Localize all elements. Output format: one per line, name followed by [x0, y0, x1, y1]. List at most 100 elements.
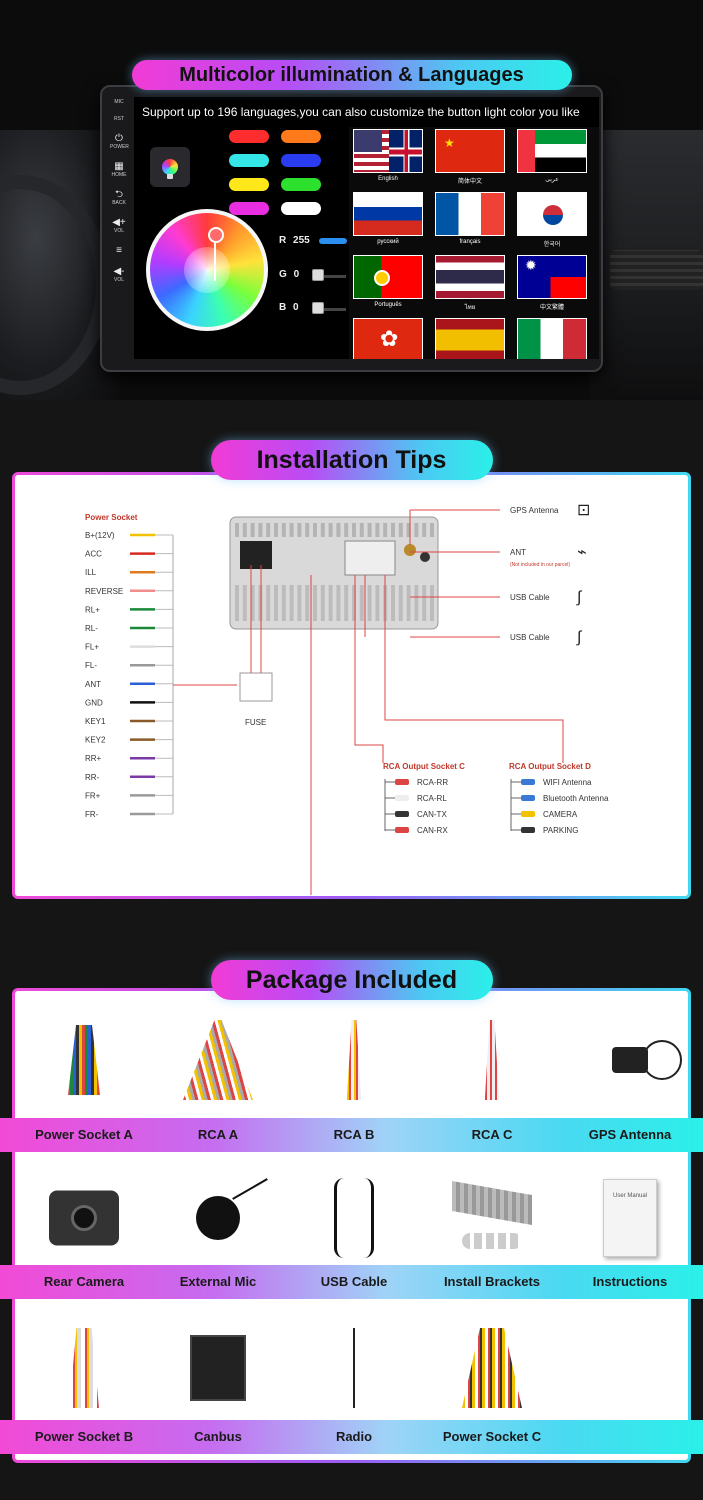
package-item-usb-cable [294, 1168, 414, 1268]
color-chip[interactable] [229, 154, 269, 167]
color-chip[interactable] [281, 130, 321, 143]
slider-green-track[interactable] [312, 275, 346, 278]
accessory-shape [346, 1020, 362, 1100]
package-item-install-brackets [432, 1168, 552, 1268]
slider-blue-knob[interactable] [312, 302, 324, 314]
package-label-band [0, 1265, 703, 1299]
accessory-shape [190, 1335, 246, 1401]
light-bulb-tile[interactable] [150, 147, 190, 187]
vent-fin [313, 585, 317, 621]
flag-icon: ★ [435, 129, 505, 173]
rca-socket-c-item-label: CAN-RX [417, 826, 448, 835]
side-button-menu[interactable]: ≡ [110, 245, 128, 256]
section-title-installation: Installation Tips [210, 440, 493, 480]
language-option[interactable]: ไทย [435, 255, 505, 311]
language-option[interactable]: ✿ [353, 318, 423, 359]
side-button-power[interactable]: ⏻POWER [110, 133, 129, 151]
vent-fin [235, 585, 239, 621]
rca-socket-c-item: RCA-RL [385, 794, 447, 803]
side-button-mic[interactable]: MIC [110, 99, 128, 106]
rgb-value-b: 0 [293, 302, 299, 313]
side-button-rst[interactable]: RST [110, 116, 128, 123]
power-pin-label: KEY1 [85, 717, 106, 726]
star-icon: ★ [444, 136, 455, 150]
vent-fin [391, 585, 395, 621]
accessory-shape [183, 1020, 253, 1100]
light-bulb-icon [162, 159, 178, 179]
color-chip[interactable] [229, 130, 269, 143]
language-option[interactable] [435, 318, 505, 359]
color-chip[interactable] [281, 178, 321, 191]
usb-cable-1-icon: ∫ [576, 589, 583, 606]
package-label: RCA C [471, 1127, 513, 1142]
rca-socket-d-item-label: PARKING [543, 826, 578, 835]
package-label: External Mic [179, 1274, 257, 1289]
side-button-glyph-icon: ⏻ [115, 133, 123, 144]
vent-slot [406, 523, 411, 537]
language-option[interactable]: ✹中文繁體 [517, 255, 587, 311]
power-pin-row: KEY2 [85, 736, 173, 745]
usb-cable-2-icon: ∫ [576, 629, 583, 646]
side-button-label: BACK [112, 200, 126, 206]
rca-socket-d-item-label: WIFI Antenna [543, 778, 592, 787]
flag-icon [435, 318, 505, 359]
ant-note: (Not included in our parcel) [510, 562, 570, 568]
flag-icon [353, 129, 423, 173]
power-pin-label: ANT [85, 680, 101, 689]
language-option[interactable]: Português [353, 255, 423, 310]
color-chip[interactable] [229, 178, 269, 191]
color-wheel[interactable] [146, 209, 268, 331]
accessory-shape [334, 1178, 374, 1258]
slider-blue-track[interactable] [312, 308, 346, 311]
language-option[interactable]: français [435, 192, 505, 247]
side-button-home[interactable]: ▦HOME [110, 161, 128, 179]
package-label: Radio [335, 1429, 373, 1444]
package-item-power-socket-c [432, 1318, 552, 1418]
flag-icon [517, 192, 587, 236]
package-label: Canbus [194, 1429, 242, 1444]
support-languages-text: Support up to 196 languages,you can also… [142, 105, 580, 119]
language-option[interactable]: عربى [517, 129, 587, 184]
language-name: français [459, 239, 481, 245]
vent-slot [242, 523, 247, 537]
vent-fin [422, 585, 427, 621]
vent-slot [398, 523, 403, 537]
power-pin-label: ACC [85, 550, 102, 559]
language-option[interactable] [517, 318, 587, 359]
vent-fin [258, 585, 263, 621]
language-option[interactable]: ★简体中文 [435, 129, 505, 185]
power-pin-row: B+(12V) [85, 531, 173, 540]
rgb-row-blue: B 0 [279, 302, 299, 313]
package-label: RCA A [197, 1127, 239, 1142]
language-option[interactable]: 한국어 [517, 192, 587, 248]
accessory-shape [484, 1020, 500, 1100]
rgb-row-red: R 255 [279, 235, 310, 246]
slider-red[interactable] [319, 238, 347, 244]
color-chip[interactable] [229, 202, 269, 215]
color-wheel-knob[interactable] [208, 227, 224, 243]
vent-slot [359, 523, 364, 537]
package-label: RCA B [333, 1127, 375, 1142]
vent-fin [242, 585, 247, 621]
package-label-band [0, 1118, 703, 1152]
power-socket-title: Power Socket [85, 513, 138, 522]
color-chip[interactable] [281, 154, 321, 167]
language-option[interactable]: English [353, 129, 423, 184]
rca-socket-c-item: CAN-RX [385, 826, 448, 835]
side-button-back[interactable]: ⮌BACK [110, 189, 128, 207]
slider-green-knob[interactable] [312, 269, 324, 281]
color-chip[interactable] [281, 202, 321, 215]
rgb-label-r: R [279, 235, 287, 246]
side-button-vol[interactable]: ◀-VOL [110, 266, 128, 284]
portugal-emblem-icon [374, 270, 390, 286]
language-option[interactable]: русский [353, 192, 423, 247]
accessory-shape [68, 1025, 100, 1095]
rca-socket-d-item: Bluetooth Antenna [511, 794, 609, 803]
side-button-vol[interactable]: ◀+VOL [110, 217, 128, 235]
package-label: Power Socket B [34, 1429, 134, 1444]
vent-slot [375, 523, 380, 537]
power-pin-row: KEY1 [85, 717, 173, 726]
gps-port [404, 544, 416, 556]
